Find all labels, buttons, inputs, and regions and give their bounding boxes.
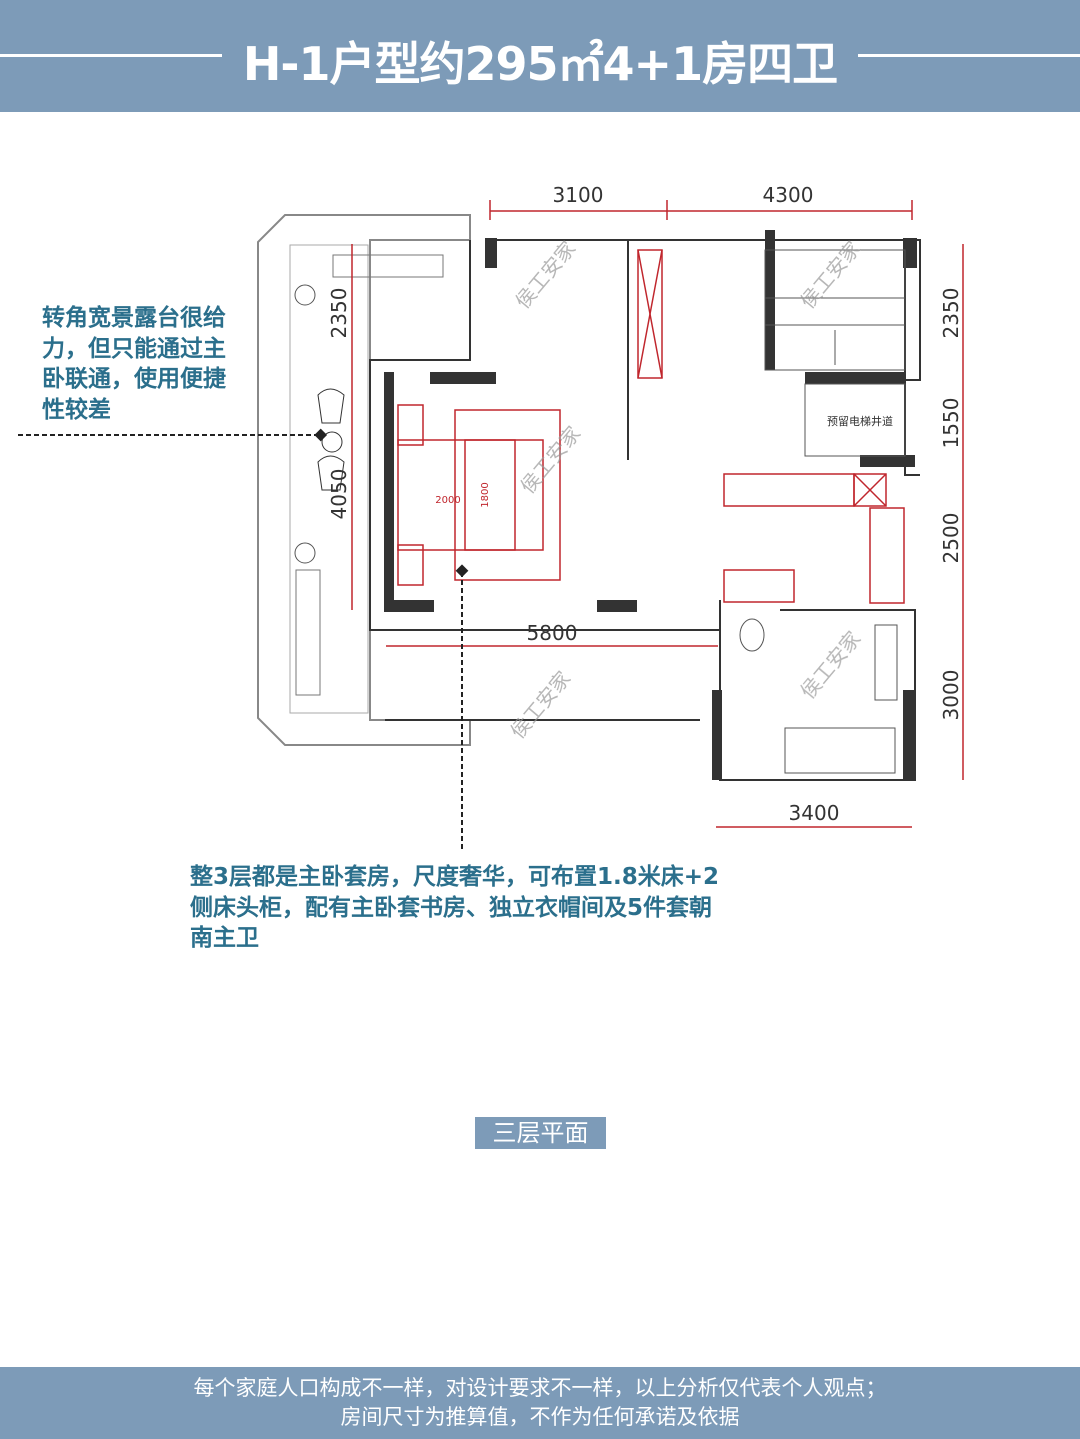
watermark: 侯工安家 xyxy=(515,422,585,499)
dim-left-2: 4050 xyxy=(327,469,351,520)
furniture xyxy=(397,249,905,604)
plant-icon xyxy=(294,284,316,306)
wall-columns xyxy=(384,230,917,780)
chair-icon xyxy=(317,455,345,491)
dimension-lines xyxy=(351,200,964,828)
table-icon xyxy=(321,431,343,453)
watermark: 侯工安家 xyxy=(510,237,580,314)
dim-top-2: 4300 xyxy=(763,183,814,207)
dim-right-2: 1550 xyxy=(939,398,963,449)
walls xyxy=(369,239,921,781)
header-rule-left xyxy=(0,54,222,57)
header-banner: H-1户型约295㎡4+1房四卫 xyxy=(0,0,1080,112)
elevator-label: 预留电梯井道 xyxy=(827,414,893,428)
dim-left-1: 2350 xyxy=(327,288,351,339)
dim-right-1: 2350 xyxy=(939,288,963,339)
bed-width: 1800 xyxy=(480,482,491,507)
floor-label: 三层平面 xyxy=(475,1117,606,1149)
footer-line-2: 房间尺寸为推算值，不作为任何承诺及依据 xyxy=(340,1405,740,1429)
bathroom-fixtures xyxy=(739,618,898,774)
watermark: 侯工安家 xyxy=(795,627,865,704)
footer-line-1: 每个家庭人口构成不一样，对设计要求不一样，以上分析仅代表个人观点； xyxy=(193,1376,887,1400)
plant-icon xyxy=(294,542,316,564)
elevator-shaft xyxy=(804,383,906,457)
dim-top-1: 3100 xyxy=(553,183,604,207)
stair xyxy=(764,249,906,371)
floor-plan: 预留电梯井道 2000 1800 3100 4300 2350 1550 250… xyxy=(18,183,964,850)
header-rule-right xyxy=(858,54,1080,57)
footer-disclaimer: 每个家庭人口构成不一样，对设计要求不一样，以上分析仅代表个人观点； 房间尺寸为推… xyxy=(0,1367,1080,1439)
floor-annotation: 整3层都是主卧套房，尺度奢华，可布置1.8米床+2侧床头柜，配有主卧套书房、独立… xyxy=(190,864,720,951)
dim-bottom: 3400 xyxy=(789,801,840,825)
dimension-labels: 3100 4300 2350 1550 2500 3000 2350 4050 … xyxy=(327,183,963,825)
page-title: H-1户型约295㎡4+1房四卫 xyxy=(242,37,838,91)
dim-right-3: 2500 xyxy=(939,513,963,564)
planter-left xyxy=(295,569,321,696)
bed-length: 2000 xyxy=(435,495,460,506)
watermark: 侯工安家 xyxy=(795,237,865,314)
dim-right-4: 3000 xyxy=(939,670,963,721)
dim-middle: 5800 xyxy=(527,621,578,645)
terrace-annotation: 转角宽景露台很给力，但只能通过主卧联通，使用便捷性较差 xyxy=(42,305,226,423)
leader-marker xyxy=(455,564,469,578)
terrace-inner xyxy=(289,244,369,714)
watermark: 侯工安家 xyxy=(505,667,575,744)
leader-marker xyxy=(314,428,328,442)
chair-icon xyxy=(317,388,345,424)
planter-top xyxy=(332,254,444,278)
